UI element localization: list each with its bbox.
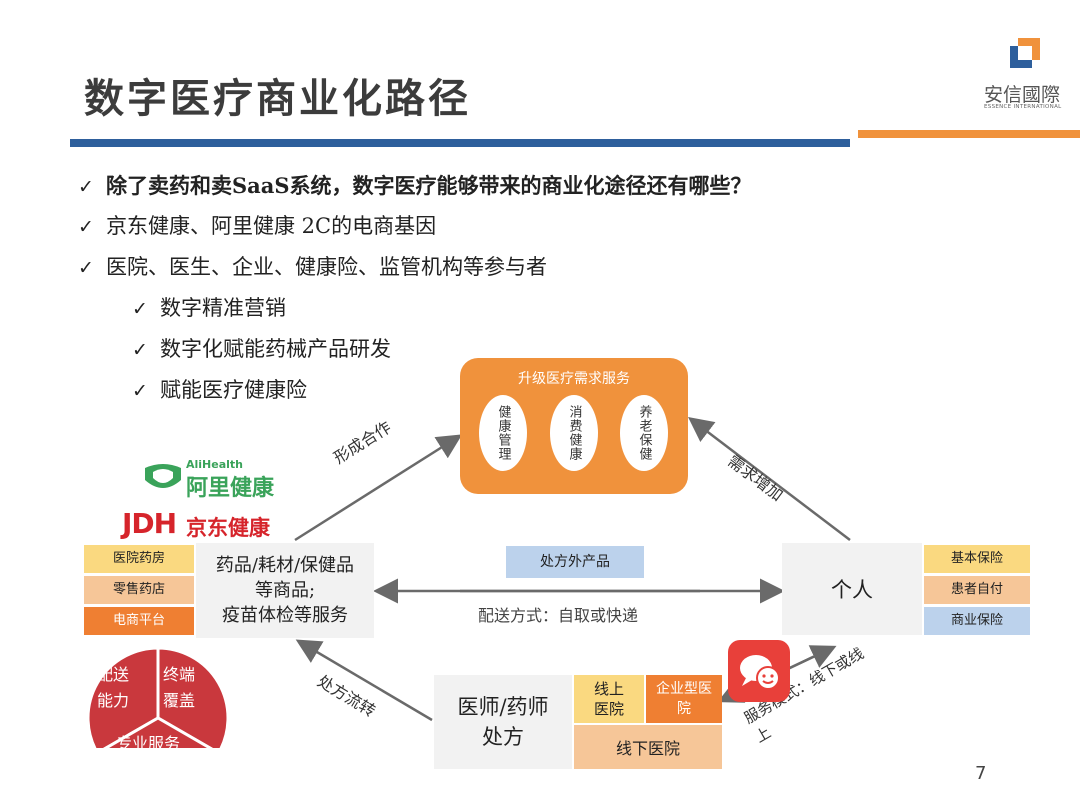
payment-tag: 基本保险: [924, 545, 1030, 573]
arrow-cooperation: [294, 434, 463, 542]
products-box: 药品/耗材/保健品 等商品; 疫苗体检等服务: [196, 543, 374, 638]
brand-name: 安信國際: [984, 84, 1061, 106]
delivery-label: 配送方式：自取或快递: [478, 606, 639, 625]
doctor-prescription-box: 医师/药师 处方: [434, 675, 572, 769]
pie-slice-coverage: [156, 646, 230, 748]
alihealth-logo-en: AliHealth: [186, 458, 244, 471]
pie-label-delivery: 配送能力: [97, 665, 130, 710]
enterprise-hospital-box: 企业型医院: [646, 675, 722, 723]
pie-label-professional: 专业服务: [116, 734, 181, 748]
check-icon: ✓: [132, 380, 148, 402]
sub-bullet-item: ✓数字精准营销: [132, 296, 286, 320]
check-icon: ✓: [132, 339, 148, 361]
capability-pie: [86, 646, 230, 748]
online-hospital-box: 线上医院: [574, 675, 644, 723]
arrow-prescription: [295, 639, 433, 722]
pie-slice-delivery: [86, 646, 160, 748]
check-icon: ✓: [132, 298, 148, 320]
outside-prescription-box: 处方外产品: [506, 546, 644, 578]
bullet-item: ✓京东健康、阿里健康 2C的电商基因: [78, 214, 437, 238]
check-icon: ✓: [78, 176, 94, 198]
header-divider-blue: [70, 139, 850, 147]
offline-hospital-box: 线下医院: [574, 725, 722, 769]
page-title: 数字医疗商业化路径: [84, 76, 471, 122]
channel-tag: 电商平台: [84, 607, 194, 635]
service-oval: 健康管理: [479, 395, 527, 471]
chat-app-icon: [728, 640, 790, 702]
bullet-item: ✓医院、医生、企业、健康险、监管机构等参与者: [78, 255, 547, 279]
page-number: 7: [975, 763, 987, 784]
pie-label-coverage: 终端覆盖: [163, 665, 196, 710]
check-icon: ✓: [78, 257, 94, 279]
alihealth-logo-icon: [145, 464, 181, 488]
channel-tag: 零售药店: [84, 576, 194, 604]
alihealth-logo-cn: 阿里健康: [186, 476, 275, 501]
payment-tag: 商业保险: [924, 607, 1030, 635]
jdh-logo-en: JDH: [122, 507, 177, 540]
service-oval: 消费健康: [550, 395, 598, 471]
channel-tag: 医院药房: [84, 545, 194, 573]
upgrade-services-title: 升级医疗需求服务: [518, 371, 630, 387]
brand-logo-icon: [1010, 38, 1040, 68]
sub-bullet-item: ✓数字化赋能药械产品研发: [132, 337, 391, 361]
pie-slice-professional: [103, 716, 213, 748]
sub-bullet-item: ✓赋能医疗健康险: [132, 378, 307, 402]
bullet-item: ✓除了卖药和卖SaaS系统，数字医疗能够带来的商业化途径还有哪些？: [78, 173, 752, 198]
service-oval: 养老保健: [620, 395, 668, 471]
individual-box: 个人: [782, 543, 922, 635]
payment-tag: 患者自付: [924, 576, 1030, 604]
individual-label: 个人: [831, 578, 873, 602]
arrow-demand: [688, 416, 851, 541]
header-divider-orange: [858, 130, 1080, 138]
jdh-logo-cn: 京东健康: [186, 516, 270, 540]
check-icon: ✓: [78, 216, 94, 238]
brand-name-en: ESSENCE INTERNATIONAL: [984, 104, 1062, 110]
